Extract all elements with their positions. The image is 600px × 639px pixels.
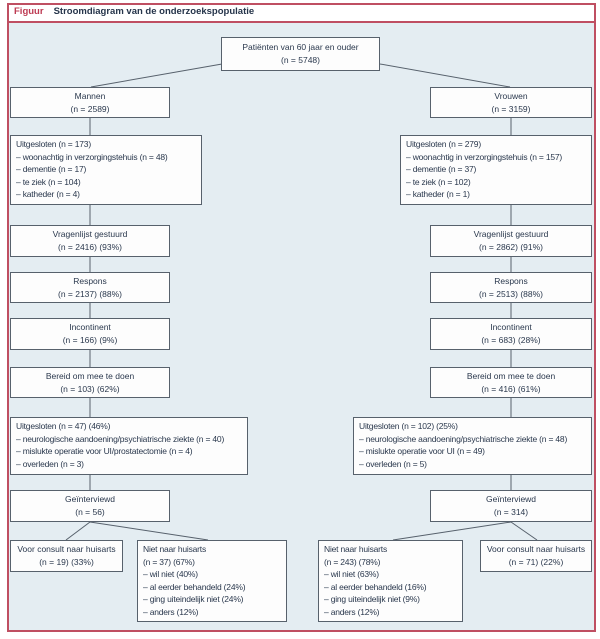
list-item: – mislukte operatie voor UI (n = 49)	[359, 446, 485, 456]
list-item: – ging uiteindelijk niet (9%)	[324, 594, 420, 604]
list-item: – wil niet (40%)	[143, 569, 198, 579]
list-item: – overleden (n = 3)	[16, 458, 84, 469]
box-count: (n = 314)	[493, 507, 529, 517]
box-count: (n = 19) (33%)	[39, 557, 94, 567]
box-men-response: Respons (n = 2137) (88%)	[10, 272, 170, 303]
box-count: (n = 416) (61%)	[481, 383, 541, 394]
box-men-incontinent: Incontinent (n = 166) (9%)	[10, 318, 170, 350]
list-item: – ging uiteindelijk niet (24%)	[143, 594, 244, 604]
box-count: (n = 5748)	[281, 55, 320, 65]
box-men-no-gp: Niet naar huisarts (n = 37) (67%) – wil …	[137, 540, 287, 622]
box-count: (n = 2137) (88%)	[57, 288, 123, 299]
box-men-group: Mannen (n = 2589)	[10, 87, 170, 118]
box-title: Bereid om mee te doen	[466, 370, 556, 381]
box-women-response: Respons (n = 2513) (88%)	[430, 272, 592, 303]
list-item: – overleden (n = 5)	[359, 458, 427, 469]
box-count: (n = 2416) (93%)	[57, 242, 123, 252]
list-item: – te ziek (n = 102)	[406, 176, 471, 187]
box-title: Incontinent	[69, 322, 111, 332]
box-count: (n = 56)	[75, 507, 105, 517]
connector-men-fork-left	[65, 521, 91, 541]
box-count: (n = 71) (22%)	[508, 557, 564, 567]
box-title: Mannen	[74, 90, 106, 101]
list-item: – woonachtig in verzorgingstehuis (n = 1…	[406, 151, 563, 162]
box-root-patients: Patiënten van 60 jaar en ouder (n = 5748…	[221, 37, 380, 71]
box-title: Vragenlijst gestuurd	[52, 229, 128, 239]
connector-women-fork-left	[392, 521, 512, 541]
box-title: Respons	[494, 275, 528, 286]
box-count: (n = 683) (28%)	[481, 335, 541, 345]
box-title: Vragenlijst gestuurd	[473, 229, 549, 239]
box-count: (n = 166) (9%)	[62, 335, 118, 345]
box-title: Geïnterviewd	[64, 494, 116, 504]
figure-label: Figuur	[14, 6, 44, 17]
box-count: (n = 2589)	[70, 103, 110, 114]
box-title: Uitgesloten (n = 102) (25%)	[359, 421, 458, 431]
connector-group	[65, 63, 538, 541]
box-women-group: Vrouwen (n = 3159)	[430, 87, 592, 118]
connector-men-fork-right	[89, 521, 209, 541]
figure-header: Figuur Stroomdiagram van de onderzoekspo…	[14, 6, 254, 17]
connector-root-to-women	[379, 63, 511, 88]
box-title: Respons	[73, 275, 107, 286]
connector-women-fork-right	[510, 521, 538, 541]
box-men-consult-gp: Voor consult naar huisarts (n = 19) (33%…	[10, 540, 123, 572]
box-count: (n = 2513) (88%)	[478, 288, 544, 299]
box-title: Uitgesloten (n = 173)	[16, 139, 91, 149]
box-men-excluded-followup: Uitgesloten (n = 47) (46%) – neurologisc…	[10, 417, 248, 475]
box-count: (n = 2862) (91%)	[478, 242, 544, 252]
box-count: (n = 103) (62%)	[60, 383, 120, 394]
box-women-interviewed: Geïnterviewd (n = 314)	[430, 490, 592, 522]
box-women-incontinent: Incontinent (n = 683) (28%)	[430, 318, 592, 350]
box-title: Niet naar huisarts	[324, 544, 388, 554]
box-title: Voor consult naar huisarts	[17, 544, 116, 554]
box-women-consult-gp: Voor consult naar huisarts (n = 71) (22%…	[480, 540, 592, 572]
list-item: – al eerder behandeld (24%)	[143, 581, 246, 592]
box-men-questionnaire: Vragenlijst gestuurd (n = 2416) (93%)	[10, 225, 170, 257]
box-women-excluded-initial: Uitgesloten (n = 279) – woonachtig in ve…	[400, 135, 592, 205]
box-title: Bereid om mee te doen	[45, 370, 135, 381]
box-men-excluded-initial: Uitgesloten (n = 173) – woonachtig in ve…	[10, 135, 202, 205]
box-title: Uitgesloten (n = 279)	[406, 139, 481, 149]
list-item: – woonachtig in verzorgingstehuis (n = 4…	[16, 151, 168, 162]
box-title: Incontinent	[490, 322, 532, 332]
box-title: Patiënten van 60 jaar en ouder	[242, 42, 359, 52]
box-count: (n = 243) (78%)	[324, 556, 381, 567]
box-title: Uitgesloten (n = 47) (46%)	[16, 421, 111, 431]
list-item: – te ziek (n = 104)	[16, 176, 81, 187]
list-item: – neurologische aandoening/psychiatrisch…	[16, 433, 225, 444]
list-item: – katheder (n = 4)	[16, 189, 80, 199]
list-item: – dementie (n = 17)	[16, 164, 87, 174]
connector-root-to-men	[90, 63, 223, 88]
list-item: – al eerder behandeld (16%)	[324, 581, 427, 592]
list-item: – anders (12%)	[143, 606, 199, 617]
box-women-willing: Bereid om mee te doen (n = 416) (61%)	[430, 367, 592, 398]
box-women-no-gp: Niet naar huisarts (n = 243) (78%) – wil…	[318, 540, 463, 622]
box-title: Niet naar huisarts	[143, 544, 207, 554]
box-title: Voor consult naar huisarts	[486, 544, 586, 554]
box-count: (n = 3159)	[491, 103, 531, 114]
list-item: – mislukte operatie voor UI/prostatectom…	[16, 446, 193, 456]
list-item: – wil niet (63%)	[324, 569, 379, 579]
figure-title: Stroomdiagram van de onderzoekspopulatie	[53, 6, 255, 17]
box-men-willing: Bereid om mee te doen (n = 103) (62%)	[10, 367, 170, 398]
box-count: (n = 37) (67%)	[143, 556, 195, 567]
box-men-interviewed: Geïnterviewd (n = 56)	[10, 490, 170, 522]
list-item: – anders (12%)	[324, 606, 380, 617]
box-title: Geïnterviewd	[485, 494, 537, 504]
list-item: – dementie (n = 37)	[406, 164, 477, 174]
list-item: – neurologische aandoening/psychiatrisch…	[359, 433, 568, 444]
header-divider	[9, 21, 594, 23]
box-women-questionnaire: Vragenlijst gestuurd (n = 2862) (91%)	[430, 225, 592, 257]
list-item: – katheder (n = 1)	[406, 189, 470, 199]
box-women-excluded-followup: Uitgesloten (n = 102) (25%) – neurologis…	[353, 417, 592, 475]
box-title: Vrouwen	[494, 90, 528, 101]
